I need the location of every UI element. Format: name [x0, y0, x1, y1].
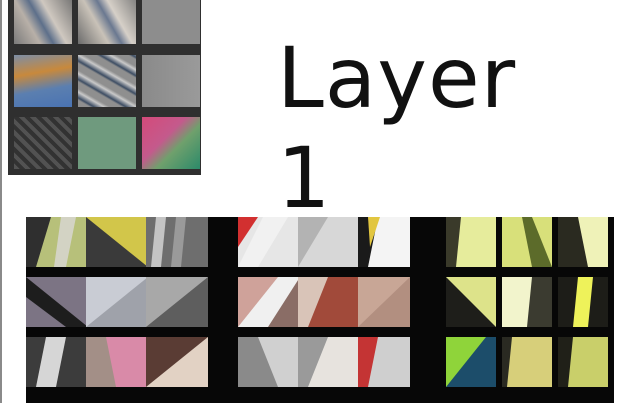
image-patch: [146, 277, 208, 327]
image-patch: [446, 277, 496, 327]
first-layer-filter-grid: [8, 0, 201, 175]
image-patch: [26, 217, 88, 267]
image-patch: [502, 277, 552, 327]
image-patch: [298, 337, 360, 387]
image-patch: [446, 337, 496, 387]
filter-cell: [14, 0, 72, 44]
image-patch: [358, 337, 410, 387]
image-patch: [86, 217, 148, 267]
filter-cell: [78, 55, 136, 107]
patch-group-1: [26, 217, 216, 403]
image-patch: [558, 277, 608, 327]
image-patch: [298, 217, 360, 267]
filter-cell: [142, 55, 200, 107]
image-patch: [358, 277, 410, 327]
image-patch: [86, 277, 148, 327]
image-patch: [446, 217, 496, 267]
image-patch: [238, 337, 300, 387]
patch-group-2: [238, 217, 428, 403]
filter-cell: [14, 117, 72, 169]
image-patch: [146, 217, 208, 267]
filter-cell: [78, 117, 136, 169]
filter-cell: [142, 0, 200, 44]
image-patch: [238, 277, 300, 327]
left-edge-rule: [0, 0, 2, 403]
image-patch: [358, 217, 410, 267]
image-patch: [238, 217, 300, 267]
image-patch: [502, 217, 552, 267]
layer-title: Layer 1: [277, 29, 517, 227]
image-patch-panel: [26, 217, 614, 403]
image-patch: [26, 277, 88, 327]
filter-cell: [142, 117, 200, 169]
filter-cell: [78, 0, 136, 44]
image-patch: [502, 337, 552, 387]
image-patch: [86, 337, 148, 387]
filter-cell: [14, 55, 72, 107]
patch-group-3: [446, 217, 614, 403]
image-patch: [26, 337, 88, 387]
image-patch: [558, 217, 608, 267]
image-patch: [558, 337, 608, 387]
image-patch: [298, 277, 360, 327]
image-patch: [146, 337, 208, 387]
